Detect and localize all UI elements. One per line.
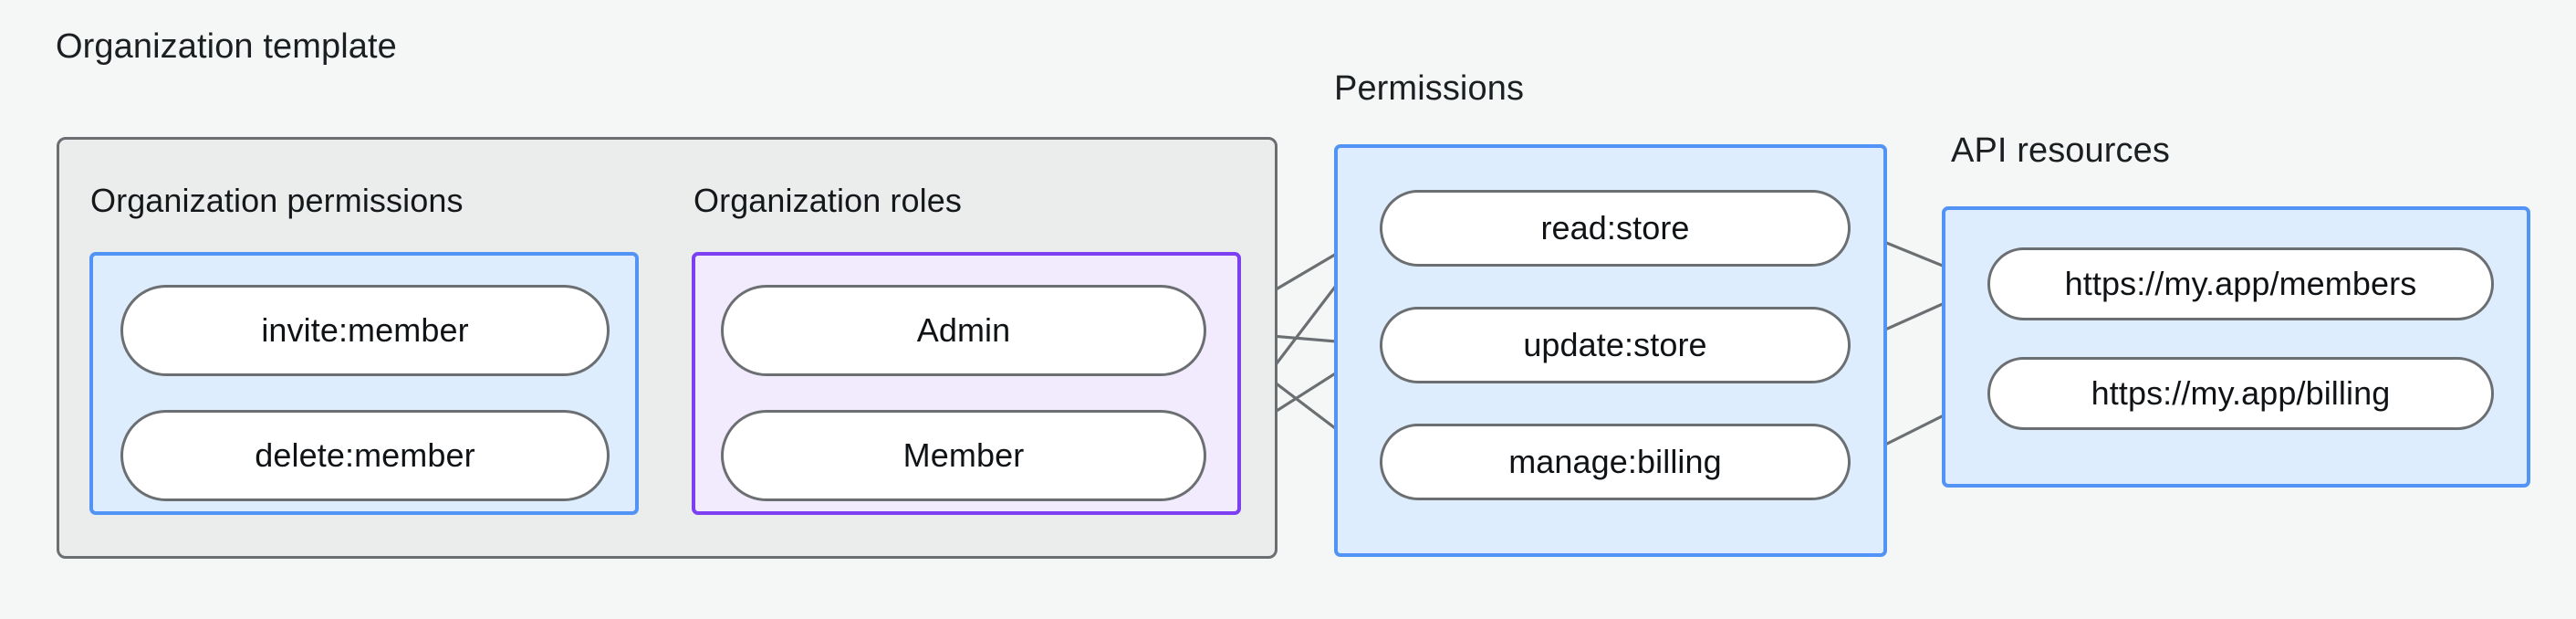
node-invite-member[interactable]: invite:member: [120, 285, 610, 376]
api-resources-title: API resources: [1951, 131, 2170, 170]
organization-roles-title: Organization roles: [694, 182, 962, 219]
node-update-store[interactable]: update:store: [1380, 307, 1851, 383]
node-manage-billing[interactable]: manage:billing: [1380, 424, 1851, 500]
permissions-title: Permissions: [1334, 69, 1525, 108]
node-member[interactable]: Member: [721, 410, 1206, 501]
node-members-url[interactable]: https://my.app/members: [1987, 247, 2494, 320]
node-billing-url[interactable]: https://my.app/billing: [1987, 357, 2494, 430]
node-delete-member[interactable]: delete:member: [120, 410, 610, 501]
node-admin[interactable]: Admin: [721, 285, 1206, 376]
organization-template-title: Organization template: [56, 27, 397, 66]
organization-permissions-title: Organization permissions: [90, 182, 464, 219]
node-read-store[interactable]: read:store: [1380, 190, 1851, 267]
